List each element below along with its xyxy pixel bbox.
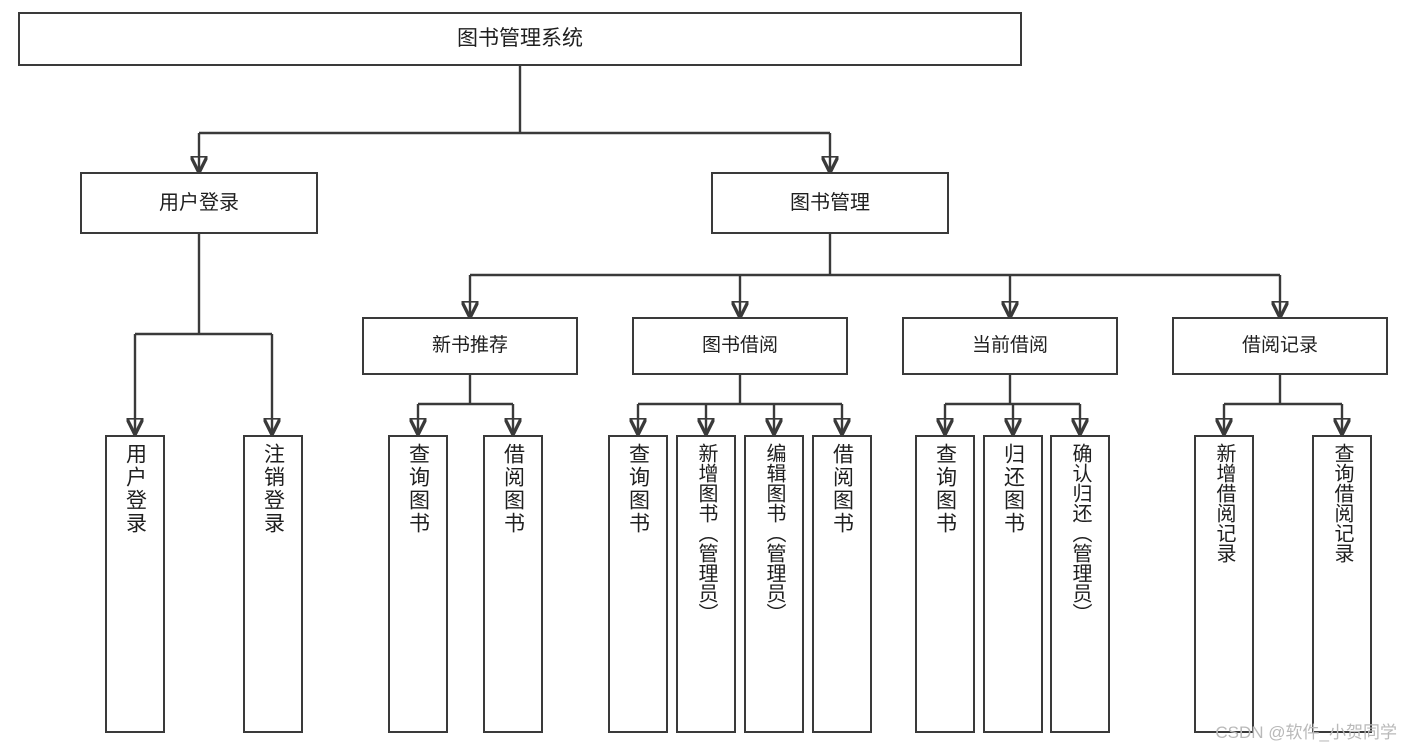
node-borrow-record[interactable]: 借阅记录 (1172, 317, 1388, 375)
node-current-borrow-label: 当前借阅 (971, 335, 1048, 357)
leaf-borrow-book-recommendation[interactable]: 借阅图书 (483, 435, 543, 733)
node-new-book-recommendation[interactable]: 新书推荐 (362, 317, 578, 375)
node-root-label: 图书管理系统 (457, 27, 583, 51)
leaf-borrow-book-borrow-label: 借阅图书 (830, 443, 854, 535)
node-user-login-label: 用户登录 (159, 191, 239, 214)
leaf-query-book-current-label: 查询图书 (933, 443, 957, 535)
leaf-query-book-recommendation[interactable]: 查询图书 (388, 435, 448, 733)
leaf-logout-label: 注销登录 (261, 443, 285, 535)
leaf-edit-book-admin-label: 编辑图书（管理员） (763, 443, 785, 623)
leaf-edit-book-admin[interactable]: 编辑图书（管理员） (744, 435, 804, 733)
leaf-add-borrow-record-label: 新增借阅记录 (1213, 443, 1235, 563)
node-book-management[interactable]: 图书管理 (711, 172, 949, 234)
leaf-query-book-borrow[interactable]: 查询图书 (608, 435, 668, 733)
leaf-add-book-admin[interactable]: 新增图书（管理员） (676, 435, 736, 733)
leaf-return-book[interactable]: 归还图书 (983, 435, 1043, 733)
leaf-query-book-borrow-label: 查询图书 (626, 443, 650, 535)
leaf-add-book-admin-label: 新增图书（管理员） (695, 443, 717, 623)
node-root[interactable]: 图书管理系统 (18, 12, 1022, 66)
leaf-add-borrow-record[interactable]: 新增借阅记录 (1194, 435, 1254, 733)
node-current-borrow[interactable]: 当前借阅 (902, 317, 1118, 375)
leaf-return-book-label: 归还图书 (1001, 443, 1025, 535)
node-borrow-record-label: 借阅记录 (1241, 335, 1318, 357)
node-book-borrow-label: 图书借阅 (701, 335, 778, 357)
leaf-confirm-return-admin-label: 确认归还（管理员） (1069, 443, 1091, 623)
leaf-query-borrow-record-label: 查询借阅记录 (1331, 443, 1353, 563)
leaf-borrow-book-borrow[interactable]: 借阅图书 (812, 435, 872, 733)
node-user-login[interactable]: 用户登录 (80, 172, 318, 234)
node-book-borrow[interactable]: 图书借阅 (632, 317, 848, 375)
node-book-management-label: 图书管理 (790, 191, 870, 214)
leaf-user-login[interactable]: 用户登录 (105, 435, 165, 733)
leaf-query-book-current[interactable]: 查询图书 (915, 435, 975, 733)
leaf-borrow-book-recommendation-label: 借阅图书 (501, 443, 525, 535)
node-new-book-recommendation-label: 新书推荐 (431, 335, 508, 357)
leaf-user-login-label: 用户登录 (123, 443, 147, 535)
leaf-query-borrow-record[interactable]: 查询借阅记录 (1312, 435, 1372, 733)
leaf-query-book-recommendation-label: 查询图书 (406, 443, 430, 535)
leaf-confirm-return-admin[interactable]: 确认归还（管理员） (1050, 435, 1110, 733)
leaf-logout[interactable]: 注销登录 (243, 435, 303, 733)
